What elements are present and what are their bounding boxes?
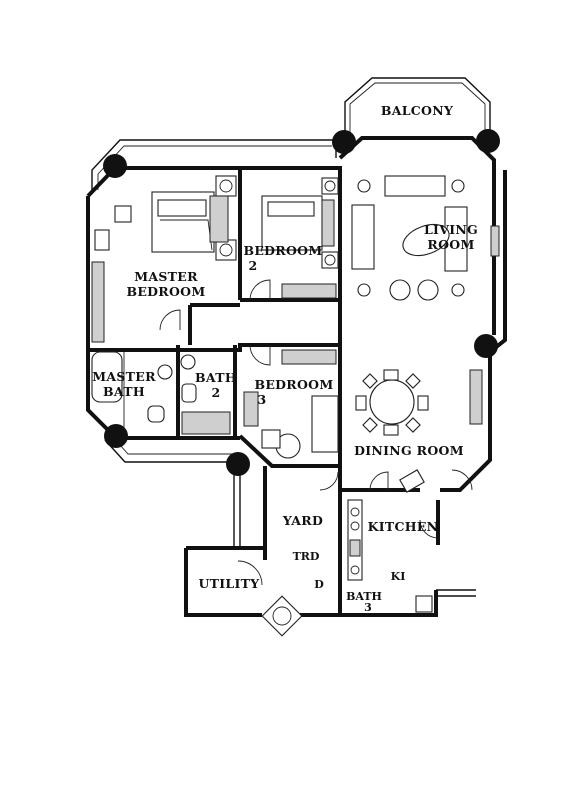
label-master-bedroom-1: MASTER xyxy=(134,269,198,284)
label-bath-3-1: BATH xyxy=(346,590,382,603)
label-master-bedroom-2: BEDROOM xyxy=(126,284,205,299)
living-furniture xyxy=(351,175,500,301)
bath-2-fixtures xyxy=(180,354,231,435)
label-kitchen: KITCHEN xyxy=(368,519,439,534)
label-utility: UTILITY xyxy=(198,576,260,591)
dining-table xyxy=(355,369,483,493)
utility-fixtures xyxy=(233,466,303,637)
label-bedroom-3-1: BEDROOM xyxy=(254,377,333,392)
columns xyxy=(103,129,500,476)
label-bath-2-2: 2 xyxy=(212,385,221,400)
label-yard: YARD xyxy=(282,513,323,528)
label-trd: TRD xyxy=(293,550,320,563)
balcony xyxy=(344,77,491,138)
label-bedroom-2-2: 2 xyxy=(249,258,258,273)
label-bath-2-1: BATH xyxy=(195,370,237,385)
room-labels: BALCONY LIVING ROOM MASTER BEDROOM BEDRO… xyxy=(92,103,478,614)
label-d: D xyxy=(314,578,324,591)
label-living-1: LIVING xyxy=(424,222,478,237)
label-master-bath-2: BATH xyxy=(103,384,145,399)
label-bedroom-2-1: BEDROOM xyxy=(243,243,322,258)
label-ki: KI xyxy=(391,570,406,583)
label-bath-3-2: 3 xyxy=(364,601,372,614)
label-balcony: BALCONY xyxy=(381,103,454,118)
bedroom-2-furniture xyxy=(249,177,339,301)
bedroom-3-furniture xyxy=(243,344,339,459)
label-master-bath-1: MASTER xyxy=(92,369,156,384)
kitchen-fixtures xyxy=(319,471,439,613)
label-bedroom-3-2: 3 xyxy=(258,392,267,407)
label-dining-room: DINING ROOM xyxy=(354,443,464,458)
master-bed xyxy=(91,175,237,343)
master-bath-fixtures xyxy=(91,351,173,430)
label-living-2: ROOM xyxy=(427,237,474,252)
